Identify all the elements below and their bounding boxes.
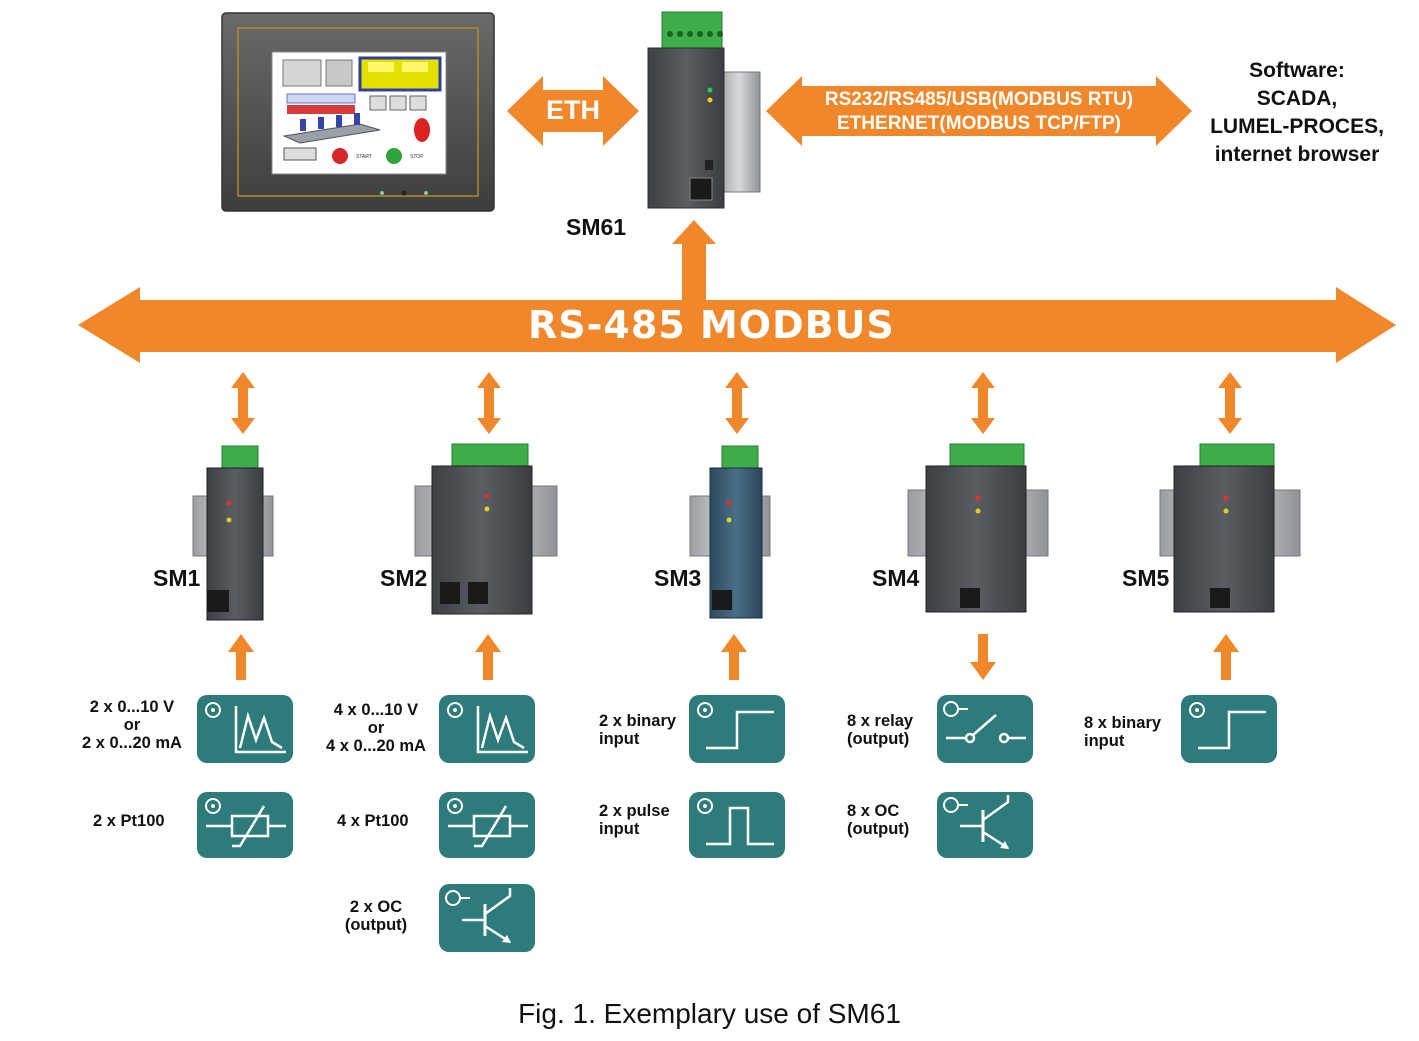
analog-signal-icon [197, 695, 293, 763]
io-line: input [599, 730, 640, 748]
bus-module-connectors [231, 372, 1242, 434]
relay-switch-icon [937, 695, 1033, 763]
sm3-label: SM3 [654, 565, 702, 591]
sm2-label: SM2 [380, 565, 428, 591]
sm3-device [689, 445, 771, 619]
software-line-3: LUMEL-PROCES, [1210, 115, 1384, 138]
step-signal-icon [689, 695, 785, 763]
hmi-stop-label: STOP [410, 154, 424, 160]
modbus-bus-arrow [78, 287, 1396, 363]
eth-arrow [507, 76, 639, 146]
software-label: Software: SCADA, LUMEL-PROCES, internet … [1197, 57, 1397, 169]
io-line: (output) [847, 820, 910, 838]
sm1-analog-label: 2 x 0...10 V or 2 x 0...20 mA [72, 698, 192, 752]
sm4-device [907, 443, 1049, 613]
analog-signal-icon [439, 695, 535, 763]
transistor-icon [439, 884, 535, 952]
sm3-pulse-label: 2 x pulse input [599, 802, 670, 838]
pulse-signal-icon [689, 792, 785, 858]
ethernet-port [689, 177, 713, 201]
sm3-binary-label: 2 x binary input [599, 712, 676, 748]
io-line: input [599, 820, 640, 838]
io-line: or [123, 716, 141, 734]
sm2-device [414, 443, 558, 615]
sm4-oc-label: 8 x OC (output) [847, 802, 909, 838]
sm61-device [647, 11, 761, 209]
transistor-icon [937, 792, 1033, 858]
io-line: 2 x pulse [599, 802, 670, 820]
sm2-pt100-label: 4 x Pt100 [337, 812, 409, 830]
software-line-4: internet browser [1214, 143, 1380, 166]
protocol-label: RS232/RS485/USB(MODBUS RTU) ETHERNET(MOD… [800, 88, 1158, 136]
io-line: or [367, 719, 385, 737]
io-line: 8 x binary [1084, 714, 1162, 732]
io-line: (output) [847, 730, 910, 748]
io-line: 2 x OC [349, 898, 403, 916]
sm1-label: SM1 [153, 565, 201, 591]
io-line: 8 x OC [847, 802, 900, 820]
io-line: 4 x 0...20 mA [326, 737, 426, 755]
software-line-1: Software: [1249, 59, 1345, 82]
resistor-thermometer-icon [439, 792, 535, 858]
figure-caption: Fig. 1. Exemplary use of SM61 [518, 998, 901, 1029]
step-signal-icon [1181, 695, 1277, 763]
io-line: 2 x binary [599, 712, 677, 730]
io-line: (output) [344, 916, 408, 934]
sm5-label: SM5 [1122, 565, 1170, 591]
sm2-analog-label: 4 x 0...10 V or 4 x 0...20 mA [316, 701, 436, 755]
sm5-binary-label: 8 x binary input [1084, 714, 1161, 750]
hmi-start-label: START [356, 154, 372, 160]
resistor-thermometer-icon [197, 792, 293, 858]
io-line: 8 x relay [847, 712, 914, 730]
sm2-oc-label: 2 x OC (output) [336, 898, 416, 934]
sm1-pt100-label: 2 x Pt100 [93, 812, 165, 830]
io-line: 2 x 0...20 mA [82, 734, 182, 752]
sm61-label: SM61 [566, 214, 627, 240]
protocol-line-2: ETHERNET(MODBUS TCP/FTP) [837, 113, 1121, 134]
sm4-relay-label: 8 x relay (output) [847, 712, 913, 748]
bus-label: RS-485 MODBUS [528, 303, 895, 347]
hmi-panel: START STOP [221, 12, 495, 212]
sm1-device [192, 445, 274, 621]
io-line: 4 x 0...10 V [333, 701, 419, 719]
protocol-line-1: RS232/RS485/USB(MODBUS RTU) [824, 89, 1134, 110]
eth-label: ETH [546, 95, 600, 125]
protocol-arrow [766, 76, 1192, 146]
io-line: input [1084, 732, 1125, 750]
sm4-label: SM4 [872, 565, 920, 591]
bus-to-sm61-arrow [672, 220, 716, 302]
sm5-device [1159, 443, 1301, 613]
software-line-2: SCADA, [1256, 87, 1338, 110]
io-line: 2 x 0...10 V [89, 698, 175, 716]
signal-arrows [228, 634, 1239, 680]
